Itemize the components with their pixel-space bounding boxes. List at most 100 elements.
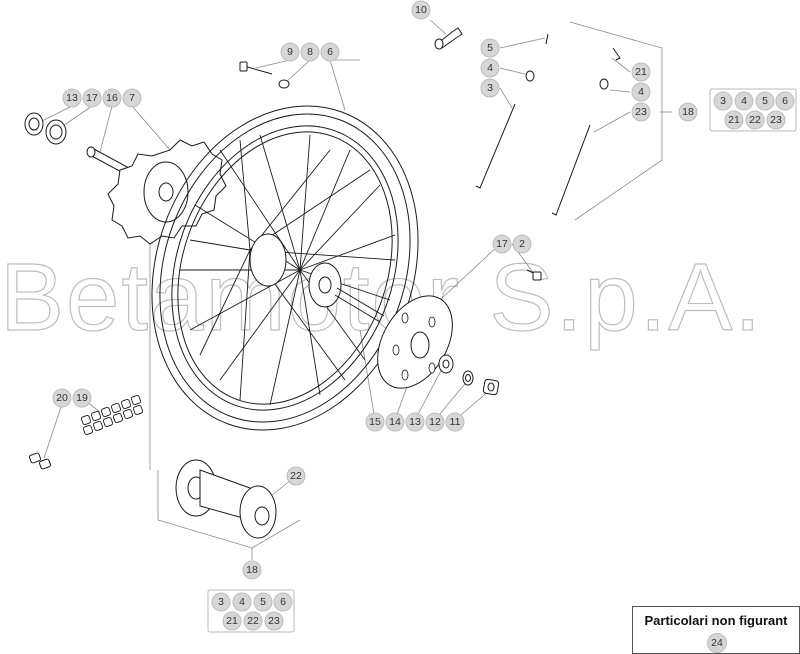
- callout-17-right[interactable]: 17: [492, 234, 512, 254]
- svg-text:16: 16: [106, 92, 118, 104]
- callout-21[interactable]: 21: [631, 62, 651, 82]
- svg-text:12: 12: [429, 416, 441, 428]
- group-right-item[interactable]: 21: [724, 110, 744, 130]
- right-side-spacers: [438, 354, 500, 396]
- valve-stem: [434, 27, 463, 50]
- svg-text:3: 3: [720, 95, 726, 107]
- callout-3[interactable]: 3: [480, 78, 500, 98]
- svg-text:19: 19: [76, 392, 88, 404]
- callout-15[interactable]: 15: [365, 412, 385, 432]
- svg-text:18: 18: [246, 564, 258, 576]
- legend-box: Particolari non figurant 24: [632, 606, 800, 654]
- callout-16[interactable]: 16: [102, 88, 122, 108]
- group-right-item[interactable]: 23: [766, 110, 786, 130]
- callout-2[interactable]: 2: [512, 234, 532, 254]
- legend-item-badge[interactable]: 24: [707, 633, 727, 653]
- svg-text:9: 9: [287, 46, 293, 58]
- svg-text:10: 10: [415, 4, 427, 16]
- group-bottom-item[interactable]: 21: [222, 611, 242, 631]
- callout-10[interactable]: 10: [411, 0, 431, 20]
- group-bottom-item[interactable]: 6: [273, 592, 293, 612]
- svg-text:3: 3: [487, 82, 493, 94]
- group-box-bottom: 3 4 5 6 21 22 23: [207, 589, 295, 633]
- callout-19[interactable]: 19: [72, 388, 92, 408]
- group-bottom-item[interactable]: 23: [264, 611, 284, 631]
- callout-18-bottom[interactable]: 18: [242, 560, 262, 580]
- svg-text:13: 13: [409, 416, 421, 428]
- callout-13-left[interactable]: 13: [62, 88, 82, 108]
- svg-text:14: 14: [389, 416, 401, 428]
- svg-text:23: 23: [268, 615, 280, 627]
- group-bottom-item[interactable]: 3: [211, 592, 231, 612]
- group-bottom-item[interactable]: 5: [253, 592, 273, 612]
- spoke-nipples: [525, 33, 621, 90]
- callout-18-right[interactable]: 18: [678, 102, 698, 122]
- callout-6[interactable]: 6: [320, 42, 340, 62]
- callout-7[interactable]: 7: [122, 88, 142, 108]
- svg-text:17: 17: [86, 92, 98, 104]
- callout-4-left[interactable]: 4: [480, 58, 500, 78]
- svg-text:8: 8: [307, 46, 313, 58]
- callout-23[interactable]: 23: [631, 102, 651, 122]
- group-right-item[interactable]: 3: [713, 91, 733, 111]
- axle-bolt: [239, 61, 290, 89]
- bearings-left: [24, 112, 67, 145]
- svg-text:4: 4: [741, 95, 747, 107]
- svg-text:20: 20: [56, 392, 68, 404]
- svg-text:2: 2: [519, 238, 525, 250]
- wheel-axle: [334, 287, 385, 323]
- group-bottom-item[interactable]: 4: [232, 592, 252, 612]
- disc-bolt: [526, 269, 542, 281]
- svg-text:15: 15: [369, 416, 381, 428]
- svg-text:18: 18: [682, 106, 694, 118]
- svg-text:3: 3: [218, 596, 224, 608]
- svg-text:21: 21: [226, 615, 238, 627]
- svg-text:4: 4: [239, 596, 245, 608]
- rear-hub: [175, 459, 277, 539]
- callout-12[interactable]: 12: [425, 412, 445, 432]
- rear-wheel: [151, 105, 419, 431]
- svg-text:21: 21: [728, 114, 740, 126]
- svg-text:5: 5: [260, 596, 266, 608]
- svg-text:17: 17: [496, 238, 508, 250]
- svg-text:6: 6: [280, 596, 286, 608]
- svg-text:23: 23: [635, 106, 647, 118]
- callout-5[interactable]: 5: [480, 38, 500, 58]
- svg-text:4: 4: [638, 86, 644, 98]
- group-bottom-item[interactable]: 22: [243, 611, 263, 631]
- chain: [80, 394, 144, 436]
- brake-disc: [377, 295, 453, 389]
- group-box-right: 3 4 5 6 21 22 23: [709, 88, 797, 132]
- group-right-item[interactable]: 5: [755, 91, 775, 111]
- callout-17-left[interactable]: 17: [82, 88, 102, 108]
- svg-text:6: 6: [782, 95, 788, 107]
- svg-text:13: 13: [66, 92, 78, 104]
- watermark-text: Betamotor S.p.A.: [0, 244, 763, 351]
- callout-14[interactable]: 14: [385, 412, 405, 432]
- callout-4-right[interactable]: 4: [631, 82, 651, 102]
- svg-text:22: 22: [290, 470, 302, 482]
- svg-text:22: 22: [749, 114, 761, 126]
- callout-11[interactable]: 11: [445, 412, 465, 432]
- callout-22[interactable]: 22: [286, 466, 306, 486]
- svg-text:5: 5: [487, 42, 493, 54]
- svg-text:22: 22: [247, 615, 259, 627]
- svg-text:7: 7: [129, 92, 135, 104]
- callout-9[interactable]: 9: [280, 42, 300, 62]
- svg-text:21: 21: [635, 66, 647, 78]
- callout-20[interactable]: 20: [52, 388, 72, 408]
- legend-title: Particolari non figurant: [644, 613, 788, 628]
- group-right-item[interactable]: 22: [745, 110, 765, 130]
- chain-master-link: [28, 452, 52, 470]
- sprocket: [107, 139, 227, 245]
- svg-text:11: 11: [450, 416, 461, 428]
- svg-text:6: 6: [327, 46, 333, 58]
- callout-13-right[interactable]: 13: [405, 412, 425, 432]
- callout-8[interactable]: 8: [300, 42, 320, 62]
- group-right-item[interactable]: 4: [734, 91, 754, 111]
- svg-text:23: 23: [770, 114, 782, 126]
- spokes: [475, 103, 591, 216]
- svg-text:5: 5: [762, 95, 768, 107]
- group-right-item[interactable]: 6: [775, 91, 795, 111]
